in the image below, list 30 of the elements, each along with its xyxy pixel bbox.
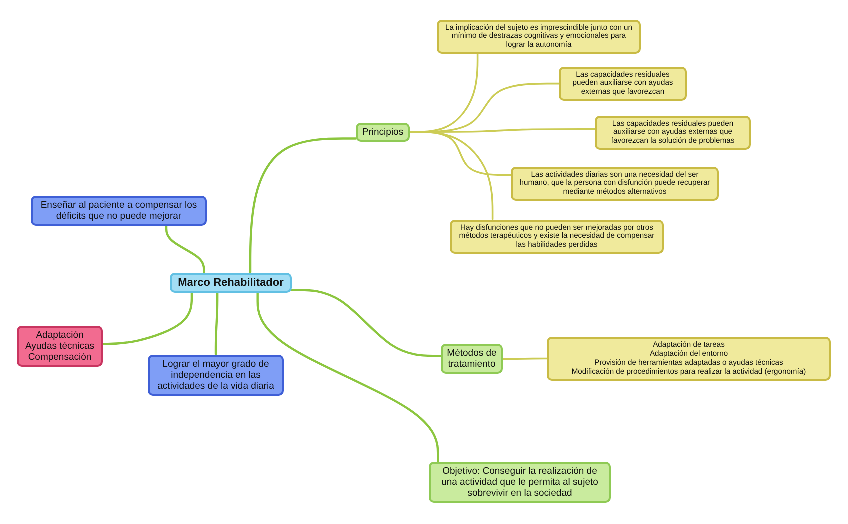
topic-box	[429, 462, 611, 503]
node-text: Adaptación	[35, 330, 85, 341]
connector-line	[102, 292, 194, 346]
node-text: Objetivo: Conseguir la realización de una actividad que le permita al sujeto sobrevivir en la sociedad	[440, 466, 600, 499]
connector-line	[249, 138, 358, 274]
topic-box	[17, 326, 103, 367]
topic-title: Marco Rehabilitador	[177, 276, 285, 290]
node-text: Lograr el mayor grado de independencia en las actividades de la vida diaria	[156, 358, 276, 392]
topic-box	[148, 354, 284, 396]
note-box	[595, 116, 751, 150]
connector-line	[409, 131, 494, 220]
note-box	[450, 220, 664, 254]
connector-line	[214, 292, 219, 356]
connector-line	[256, 292, 440, 463]
note-box	[547, 337, 831, 380]
node-text: Compensación	[27, 352, 93, 363]
node-text: Métodos de tratamiento	[447, 348, 497, 370]
node-text: Ayudas técnicas	[24, 340, 96, 352]
topic-box	[441, 344, 503, 374]
node-text: Enseñar al paciente a compensar los déficits que no puede mejorar	[40, 200, 198, 222]
topic-box	[31, 196, 207, 226]
note-box	[437, 20, 641, 54]
topic-box	[356, 122, 410, 142]
connector-line	[290, 289, 442, 358]
connector-line	[502, 358, 548, 360]
note-box	[559, 66, 687, 102]
connector-line	[165, 225, 206, 274]
node-text: Principios	[362, 126, 404, 138]
note-box	[511, 166, 719, 202]
central-topic-box	[170, 272, 292, 294]
